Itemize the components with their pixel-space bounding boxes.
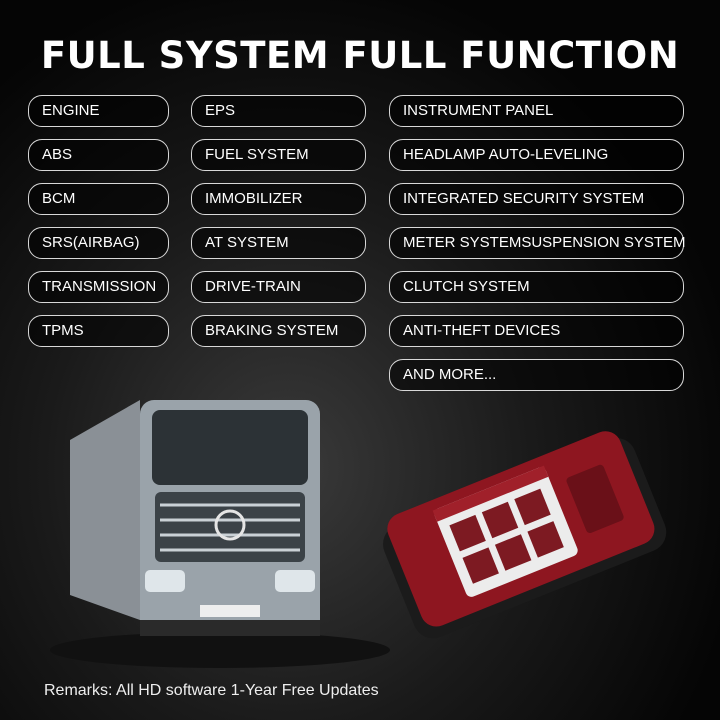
system-pill: SRS(AIRBAG) <box>28 227 169 259</box>
system-pill: INSTRUMENT PANEL <box>389 95 684 127</box>
system-pill: AT SYSTEM <box>191 227 366 259</box>
system-pill: ANTI-THEFT DEVICES <box>389 315 684 347</box>
system-pill: BRAKING SYSTEM <box>191 315 366 347</box>
system-pill: HEADLAMP AUTO-LEVELING <box>389 139 684 171</box>
page-title: FULL SYSTEM FULL FUNCTION <box>40 34 680 77</box>
system-pill: METER SYSTEMSUSPENSION SYSTEM <box>389 227 686 259</box>
truck-image <box>50 400 390 668</box>
system-pill: IMMOBILIZER <box>191 183 366 215</box>
system-pill: TPMS <box>28 315 169 347</box>
system-pill: ABS <box>28 139 169 171</box>
system-pill: ENGINE <box>28 95 169 127</box>
system-pill: EPS <box>191 95 366 127</box>
diagnostic-tablet-image <box>383 431 667 639</box>
system-pill: FUEL SYSTEM <box>191 139 366 171</box>
system-pill: BCM <box>28 183 169 215</box>
system-pill: DRIVE-TRAIN <box>191 271 366 303</box>
system-pill: TRANSMISSION <box>28 271 169 303</box>
system-pill: INTEGRATED SECURITY SYSTEM <box>389 183 684 215</box>
remarks-text: Remarks: All HD software 1-Year Free Upd… <box>44 682 379 699</box>
system-pill: AND MORE... <box>389 359 684 391</box>
system-pill: CLUTCH SYSTEM <box>389 271 684 303</box>
